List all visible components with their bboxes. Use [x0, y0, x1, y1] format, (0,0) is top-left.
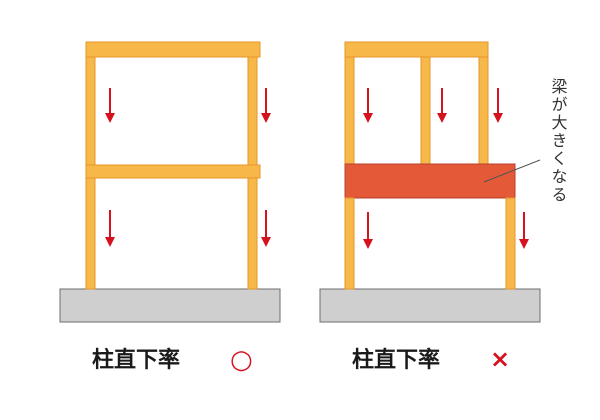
right-caption: 柱直下率 — [352, 347, 440, 373]
left-lower-column-left — [85, 177, 96, 290]
right-roof-beam — [344, 41, 489, 58]
left-floor-beam — [85, 164, 261, 179]
left-upper-column-right — [247, 56, 258, 166]
left-upper-column-left — [85, 56, 96, 166]
right-frame-diagram: 梁が大きくなる 柱直下率 × — [319, 41, 568, 373]
right-upper-column-left — [344, 56, 355, 165]
right-lower-column-left — [344, 197, 355, 290]
right-upper-column-right — [478, 56, 489, 165]
bad-mark-icon: × — [490, 345, 510, 373]
left-foundation — [59, 288, 281, 323]
left-frame-diagram: 柱直下率 ○ — [59, 41, 281, 375]
left-caption: 柱直下率 — [92, 347, 180, 373]
annotation-text: 梁が大きくなる — [549, 78, 568, 204]
oversized-beam — [344, 163, 516, 199]
right-upper-column-middle — [420, 56, 431, 165]
left-lower-column-right — [247, 177, 258, 290]
left-roof-beam — [85, 41, 261, 58]
annotation-leader-line — [483, 159, 541, 183]
good-mark-icon: ○ — [230, 345, 253, 375]
right-foundation — [319, 288, 541, 323]
right-lower-column-right — [505, 197, 516, 290]
